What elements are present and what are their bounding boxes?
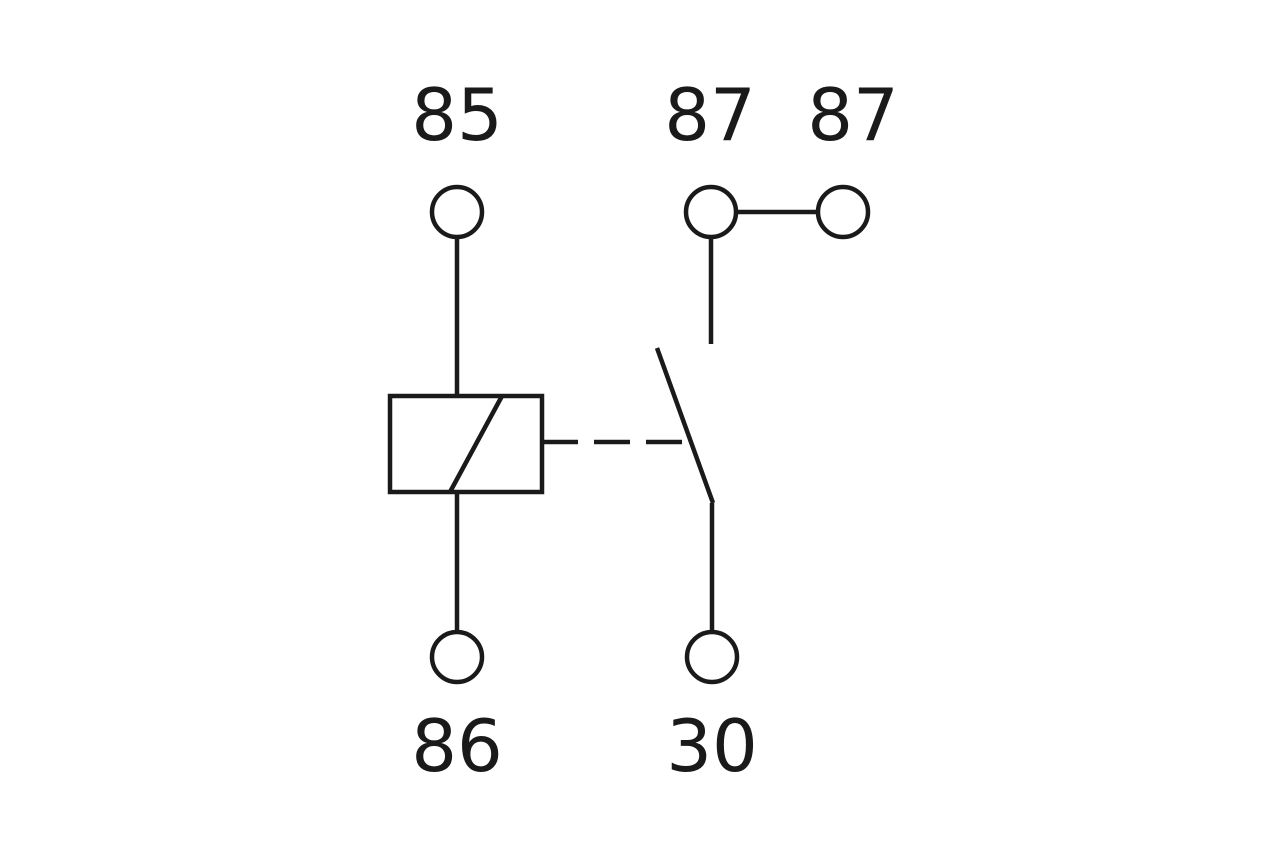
terminal-87-left xyxy=(683,184,739,240)
terminal-86 xyxy=(429,629,485,685)
terminal-30 xyxy=(684,629,740,685)
label-pin-87-left: 87 xyxy=(664,73,756,157)
relay-coil-diagonal xyxy=(448,394,504,494)
relay-coil xyxy=(387,393,545,495)
label-pin-30: 30 xyxy=(666,704,758,788)
label-pin-85: 85 xyxy=(411,73,503,157)
switch-blade xyxy=(654,347,716,504)
terminal-85 xyxy=(429,184,485,240)
label-pin-87-right: 87 xyxy=(807,73,899,157)
label-pin-86: 86 xyxy=(411,704,503,788)
terminal-87-right xyxy=(815,184,871,240)
